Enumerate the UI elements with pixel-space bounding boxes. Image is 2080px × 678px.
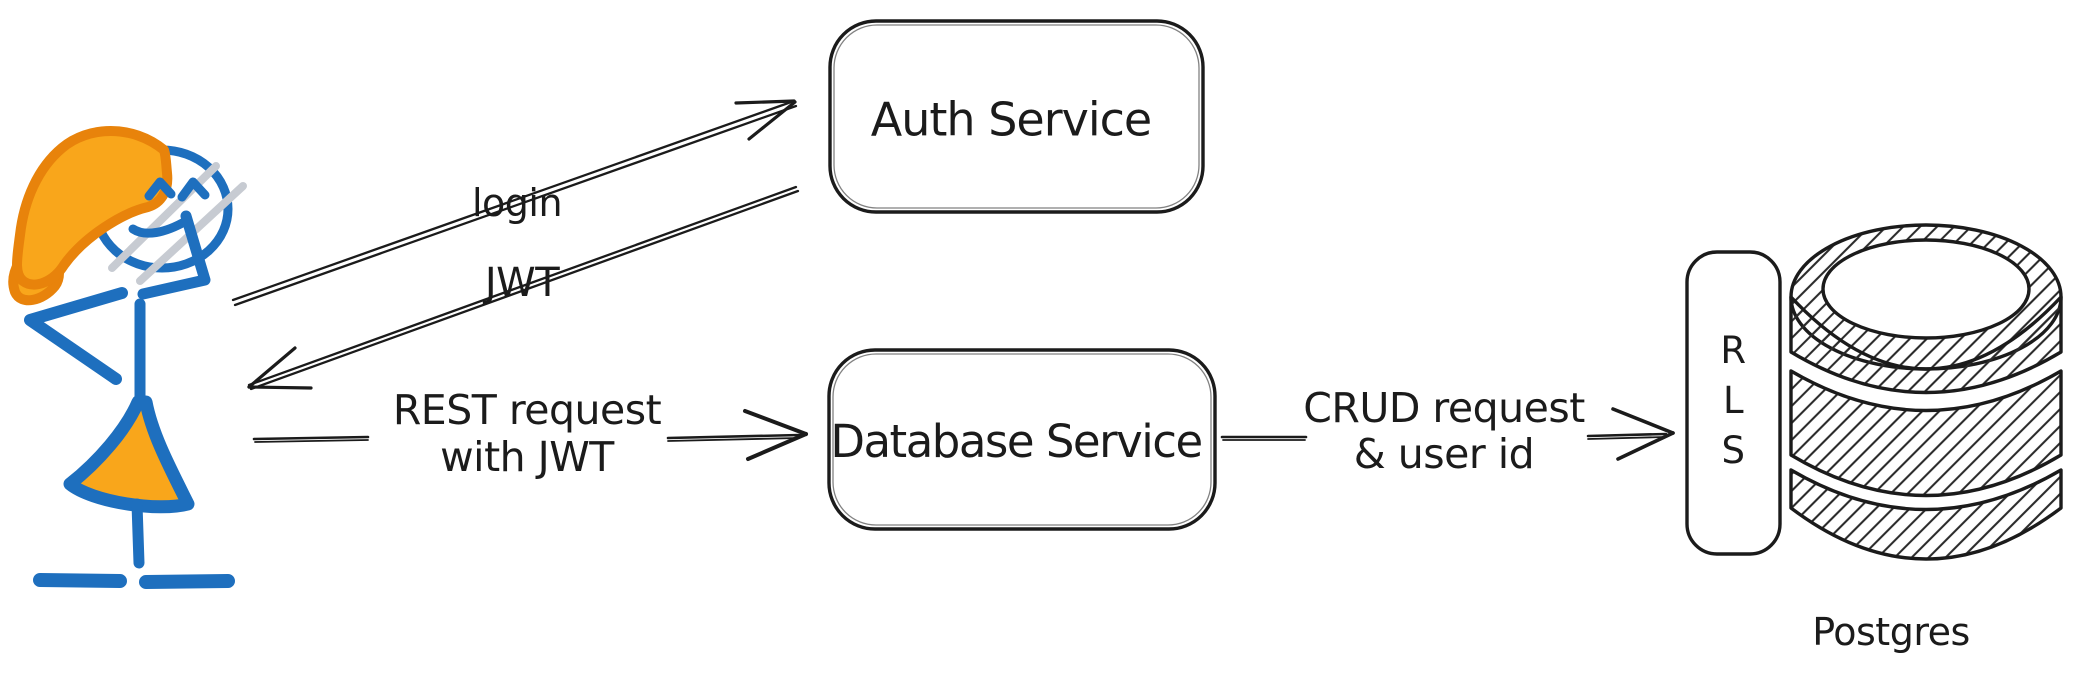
rls-box (1685, 250, 1782, 556)
crud-request-edge-label: CRUD request & user id (1303, 385, 1585, 477)
rls-letter-r: R (1720, 329, 1746, 372)
rls-letter-s: S (1721, 429, 1746, 472)
postgres-label: Postgres (1812, 610, 1970, 655)
jwt-arrow (247, 185, 800, 391)
user-smile (128, 216, 191, 238)
user-right-foot (139, 574, 235, 589)
crud-request-line2: & user id (1353, 430, 1535, 478)
db-top-opening (1821, 238, 2031, 340)
db-middle-band (1789, 369, 2063, 498)
crud-arrow (1220, 407, 1675, 461)
db-bottom-band (1789, 468, 2063, 561)
database-service-box (827, 348, 1217, 531)
user-left-foot (33, 573, 127, 588)
jwt-edge-label: JWT (484, 260, 560, 306)
db-top-band (1789, 295, 2063, 395)
login-arrow (231, 99, 798, 307)
rest-request-line1: REST request (392, 386, 662, 434)
rest-arrow (252, 409, 808, 461)
user-left-arm (24, 287, 128, 385)
user-skirt (63, 395, 195, 514)
crud-request-line1: CRUD request (1303, 384, 1585, 432)
rls-letter-l: L (1722, 379, 1744, 422)
auth-service-label: Auth Service (870, 92, 1152, 147)
database-cylinder-icon (1789, 223, 2063, 561)
login-edge-label: login (471, 181, 563, 226)
user-right-arm (137, 210, 211, 300)
user-right-eye (177, 177, 210, 202)
rest-request-edge-label: REST request with JWT (392, 386, 662, 481)
auth-service-box (828, 19, 1205, 214)
user-leg (131, 498, 145, 569)
rls-label: R L S (1720, 326, 1746, 476)
rest-request-line2: with JWT (440, 433, 614, 481)
arrows (231, 99, 1675, 461)
user-left-eye (144, 177, 176, 201)
database-service-label: Database Service (830, 415, 1203, 469)
stick-figure-user-icon (8, 126, 247, 589)
